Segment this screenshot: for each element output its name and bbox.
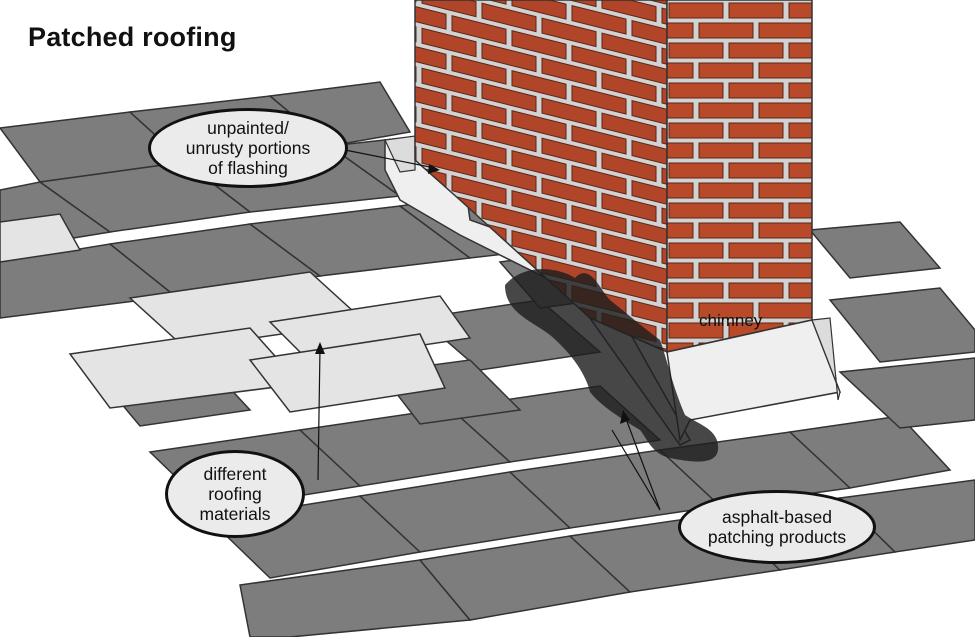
shingle <box>828 287 975 363</box>
materials-callout-line-2: roofing <box>208 484 262 504</box>
flashing-callout: unpainted/ unrusty portions of flashing <box>148 108 348 188</box>
materials-callout-line-3: materials <box>199 504 271 524</box>
materials-arrowhead <box>315 342 325 354</box>
patching-callout-line-2: patching products <box>707 527 847 547</box>
patching-pointer-line-2 <box>611 429 661 511</box>
patching-callout-line-1: asphalt-based <box>722 507 832 527</box>
shingle <box>788 415 952 489</box>
patching-callout: asphalt-based patching products <box>678 490 876 564</box>
pointer-lines <box>317 149 661 511</box>
flashing-pointer-line <box>344 149 436 169</box>
chimney-front <box>666 0 813 353</box>
patching-pointer-line <box>624 415 661 511</box>
flashing-callout-line-1: unpainted/ <box>207 118 289 138</box>
materials-callout: different roofing materials <box>165 450 305 538</box>
flashing-arrowhead <box>428 164 440 174</box>
materials-callout-line-1: different <box>203 464 267 484</box>
materials-pointer-line <box>317 347 321 481</box>
shingle <box>838 479 975 553</box>
apron-flashing-side <box>811 317 841 401</box>
shingle <box>239 559 472 637</box>
shingle <box>838 357 975 429</box>
light-shingle <box>0 213 82 263</box>
flashing-callout-line-2: unrusty portions <box>185 138 311 158</box>
asphalt-patch <box>505 269 719 462</box>
patching-arrowhead <box>620 410 630 424</box>
shingle <box>808 221 942 279</box>
flashing-callout-line-3: of flashing <box>208 158 288 178</box>
chimney-label: chimney <box>699 311 763 330</box>
diagram-title: Patched roofing <box>28 22 237 52</box>
light-shingle <box>248 333 447 413</box>
pointer-arrowheads <box>315 164 630 424</box>
